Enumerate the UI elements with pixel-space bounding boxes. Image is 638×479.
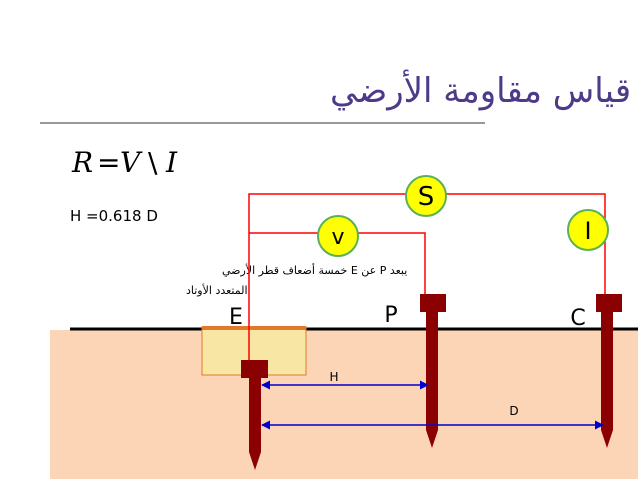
- electrode-c: [596, 294, 622, 448]
- label-p: P: [384, 303, 397, 328]
- formula-i: I: [165, 146, 178, 179]
- formula: R = V \ I: [71, 146, 178, 179]
- formula-eq: =: [97, 146, 120, 179]
- wire-s-to-c: [428, 193, 606, 296]
- label-c: C: [570, 306, 585, 331]
- wire-v-to-p: [340, 232, 426, 296]
- formula-r: R: [71, 146, 93, 179]
- formula-v: V: [120, 146, 143, 179]
- ground-region: [50, 330, 638, 479]
- formula-sep: \: [148, 146, 158, 179]
- label-h: H: [329, 370, 338, 384]
- h-formula: H =0.618 D: [70, 207, 158, 225]
- ammeter-i: I: [567, 209, 609, 251]
- note-line1: يبعد P عن E خمسة أضعاف قطر الأرضي: [222, 263, 407, 277]
- ammeter-label: I: [584, 217, 591, 245]
- voltmeter-v: v: [317, 215, 359, 257]
- source-label: S: [418, 182, 435, 212]
- label-e: E: [229, 305, 243, 330]
- label-d: D: [509, 404, 518, 418]
- electrode-e: [241, 360, 268, 470]
- electrode-p: [420, 294, 446, 448]
- wire-e-to-s: [248, 193, 428, 362]
- source-meter-s: S: [405, 175, 447, 217]
- note-line2: المتعدد الأوتاد: [186, 283, 248, 297]
- slide-title: قياس مقاومة الأرضي: [330, 69, 631, 111]
- voltmeter-label: v: [331, 225, 344, 250]
